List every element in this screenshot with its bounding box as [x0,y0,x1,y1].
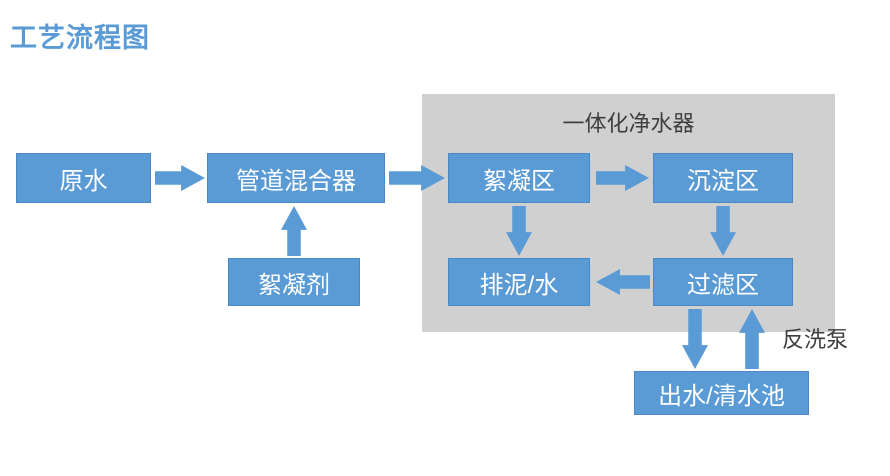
arrow-flocculation-to-sedimentation [596,165,649,191]
arrow-filtration-to-sludge [596,269,650,295]
node-sludge-water[interactable]: 排泥/水 [448,258,590,306]
node-flocculant[interactable]: 絮凝剂 [228,258,360,306]
label-backwash-pump: 反洗泵 [782,327,849,352]
arrow-sedimentation-to-filtration [710,206,736,256]
arrow-flocculation-to-sludge [506,206,532,256]
node-pipe-mixer[interactable]: 管道混合器 [207,153,385,203]
node-label: 沉淀区 [687,167,759,195]
arrow-raw-to-mixer [155,165,205,191]
integrated-purifier-label: 一体化净水器 [562,111,695,136]
node-label: 原水 [59,167,108,195]
node-label: 管道混合器 [236,167,356,195]
arrow-mixer-to-flocculation [389,165,445,191]
node-flocculation[interactable]: 絮凝区 [448,153,590,203]
page-title: 工艺流程图 [10,23,150,53]
node-label: 絮凝剂 [258,271,330,299]
node-effluent-tank[interactable]: 出水/清水池 [634,371,809,415]
arrow-flocculant-to-mixer [281,206,307,256]
node-sedimentation[interactable]: 沉淀区 [653,153,793,203]
arrow-filtration-to-effluent [682,309,708,369]
node-raw-water[interactable]: 原水 [16,153,151,203]
node-label: 絮凝区 [483,167,555,195]
node-label: 过滤区 [687,271,759,299]
node-label: 出水/清水池 [658,382,785,410]
node-label: 排泥/水 [479,271,559,299]
arrow-effluent-to-filtration [739,309,765,369]
node-filtration[interactable]: 过滤区 [653,258,793,306]
